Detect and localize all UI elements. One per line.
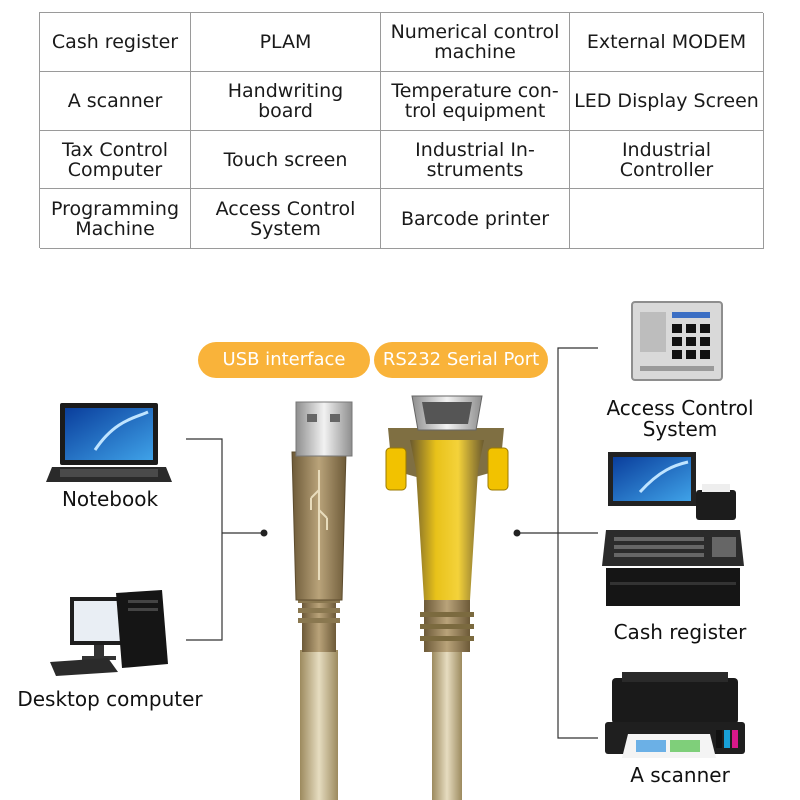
table-cell: Access Control System [191,189,381,249]
left-connector-lines [186,438,262,641]
table-cell: Industrial In- struments [381,131,570,189]
notebook-label: Notebook [61,487,159,511]
right-junction-dot [513,529,521,537]
left-junction-dot [260,529,268,537]
db9-connector-icon [385,395,509,800]
right-connector-lines [520,347,598,739]
table-cell: LED Display Screen [570,72,764,131]
table-cell: Handwriting board [191,72,381,131]
table-cell: A scanner [40,72,191,131]
desktop-pc-icon [50,590,168,676]
table-cell: Numerical control machine [381,13,570,72]
table-cell: External MODEM [570,13,764,72]
table-cell: Touch screen [191,131,381,189]
table-cell: Tax Control Computer [40,131,191,189]
pos-terminal-icon [602,452,744,606]
table-cell: Programming Machine [40,189,191,249]
table-cell: Barcode printer [381,189,570,249]
table-cell-empty [570,189,764,249]
table-cell: Temperature con- trol equipment [381,72,570,131]
compatible-devices-table: Cash register PLAM Numerical control mac… [39,12,764,249]
printer-icon [605,672,745,758]
rs232-serial-port-badge: RS232 Serial Port [374,342,548,378]
table-cell: PLAM [191,13,381,72]
table-cell: Industrial Controller [570,131,764,189]
laptop-icon [46,403,172,482]
usb-plug-icon [291,401,353,800]
access-control-label: Access Control System [606,396,754,441]
desktop-computer-label: Desktop computer [17,687,203,711]
cash-register-label: Cash register [613,620,747,644]
scanner-label: A scanner [630,763,730,787]
keypad-icon [631,301,723,381]
table-cell: Cash register [40,13,191,72]
usb-interface-badge: USB interface [198,342,370,378]
